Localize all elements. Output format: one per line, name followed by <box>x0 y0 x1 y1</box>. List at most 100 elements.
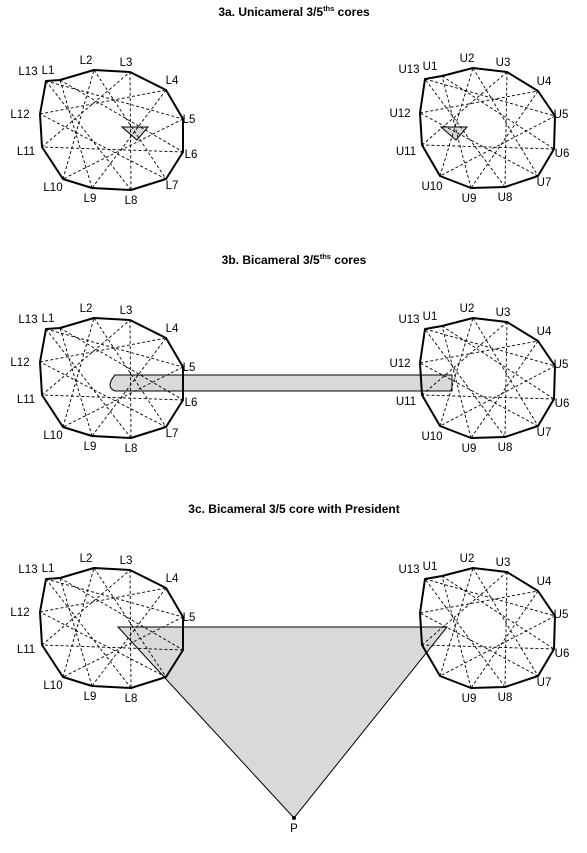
lower-3b-label: L13 <box>18 314 37 326</box>
lower-3c-label: L2 <box>80 553 93 565</box>
upper-3b-chord <box>424 328 556 367</box>
lower-3c-chord <box>41 569 131 646</box>
lower-3c-label: L1 <box>42 563 55 575</box>
lower-3b-label: L11 <box>17 394 35 406</box>
upper-3c-chord <box>472 567 539 677</box>
upper-3a-outline <box>419 67 556 189</box>
upper-3b-chord <box>441 325 472 439</box>
lower-3c-label: L4 <box>166 573 179 585</box>
upper-3a-chord <box>421 71 508 146</box>
lower-3a-label: L2 <box>80 55 93 67</box>
upper-3c-chord <box>441 575 555 650</box>
upper-3a-label: U7 <box>537 177 552 189</box>
core-3a-upper <box>439 126 469 141</box>
lower-3a-chord <box>39 89 167 115</box>
upper-3b-label: U12 <box>389 358 410 370</box>
upper-3c-group <box>419 567 556 689</box>
lower-3a-label: L7 <box>166 180 179 192</box>
upper-3a-label: U2 <box>460 53 475 65</box>
lower-3c-label: L10 <box>43 680 62 692</box>
upper-3b-chord <box>439 317 474 427</box>
upper-3b-label: U1 <box>423 311 438 323</box>
upper-3a-label: U11 <box>396 146 416 158</box>
upper-3a-chord <box>419 90 539 114</box>
core-3b-band <box>109 374 453 392</box>
lower-3b-label: L3 <box>120 305 133 317</box>
lower-3c-chord <box>59 577 93 687</box>
upper-3a-chord <box>504 71 508 188</box>
upper-3a-chord <box>441 75 472 189</box>
upper-3b-label: U10 <box>421 431 442 443</box>
upper-3c-chord <box>419 612 539 677</box>
lower-3b-chord <box>41 394 184 401</box>
title-3c: 3c. Bicameral 3/5 core with President <box>188 502 399 516</box>
upper-3c-label: U5 <box>554 609 569 621</box>
upper-3c-label: U7 <box>537 677 552 689</box>
upper-3a-label: U5 <box>554 109 569 121</box>
upper-3b-label: U5 <box>554 359 569 371</box>
lower-3a-label: L8 <box>125 195 138 207</box>
upper-3b-label: U6 <box>555 398 570 410</box>
lower-3a-chord <box>59 79 184 153</box>
lower-3c-chord <box>45 578 132 689</box>
lower-3c-chord <box>45 578 184 618</box>
upper-3c-label: U9 <box>462 693 477 705</box>
lower-3b-chord <box>62 317 95 428</box>
lower-3a-group <box>39 69 184 191</box>
upper-3c-label: U8 <box>498 692 513 704</box>
upper-3b-label: U9 <box>462 443 477 455</box>
lower-3c-label: L11 <box>17 644 35 656</box>
lower-3c-outline <box>39 567 184 689</box>
lower-3b-label: L8 <box>125 443 138 455</box>
lower-3a-chord <box>129 71 132 191</box>
lower-3b-chord <box>45 328 184 368</box>
lower-3c-label: L8 <box>125 693 138 705</box>
lower-3a-label: L6 <box>185 149 198 161</box>
upper-3b-label: U13 <box>398 314 419 326</box>
upper-3c-chord <box>439 615 556 677</box>
upper-3c-label: U4 <box>537 576 552 588</box>
upper-3b-chord <box>421 394 555 400</box>
upper-3a-label: U3 <box>496 57 511 69</box>
lower-3c-label: L12 <box>10 607 29 619</box>
upper-3b-chord <box>470 340 539 439</box>
upper-3b-chord <box>424 328 506 438</box>
lower-3b-chord <box>62 366 184 428</box>
lower-3a-chord <box>39 113 167 180</box>
lower-3c-label: L9 <box>84 691 97 703</box>
upper-3b-label: U4 <box>537 326 552 338</box>
lower-3b-label: L7 <box>166 428 179 440</box>
lower-3b-chord <box>129 319 132 439</box>
lower-3a-chord <box>41 146 184 153</box>
upper-3a-chord <box>439 115 556 177</box>
upper-3c-outline <box>419 567 556 689</box>
upper-3c-chord <box>424 578 506 688</box>
lower-3c-chord <box>62 567 95 678</box>
upper-3a-chord <box>419 112 539 177</box>
lower-3b-label: L4 <box>166 323 179 335</box>
upper-3b-label: U7 <box>537 427 552 439</box>
lower-3c-chord <box>39 587 167 613</box>
upper-3b-label: U8 <box>498 442 513 454</box>
core-regions <box>109 126 469 819</box>
upper-3c-chord <box>439 567 474 677</box>
upper-3c-chord <box>504 571 508 688</box>
lower-3b-chord <box>41 319 131 396</box>
lower-3b-label: L9 <box>84 441 97 453</box>
lower-3c-label: L13 <box>18 564 37 576</box>
upper-3b-chord <box>419 362 539 427</box>
upper-3c-label: U3 <box>496 557 511 569</box>
lower-3c-chord <box>39 611 167 678</box>
president-label: P <box>290 823 298 835</box>
lower-3b-chord <box>39 337 167 363</box>
lower-3b-chord <box>39 361 167 428</box>
lower-3a-label: L5 <box>183 114 196 126</box>
upper-3a-label: U1 <box>423 61 438 73</box>
lower-3c-chord <box>41 644 184 651</box>
upper-3b-chord <box>439 365 556 427</box>
lower-3b-label: L1 <box>42 313 55 325</box>
panel-titles: 3a. Unicameral 3/5ths cores 3b. Bicamera… <box>188 4 399 516</box>
lower-3a-label: L12 <box>10 109 29 121</box>
title-3a: 3a. Unicameral 3/5ths cores <box>218 4 370 19</box>
lower-3b-label: L12 <box>10 357 29 369</box>
